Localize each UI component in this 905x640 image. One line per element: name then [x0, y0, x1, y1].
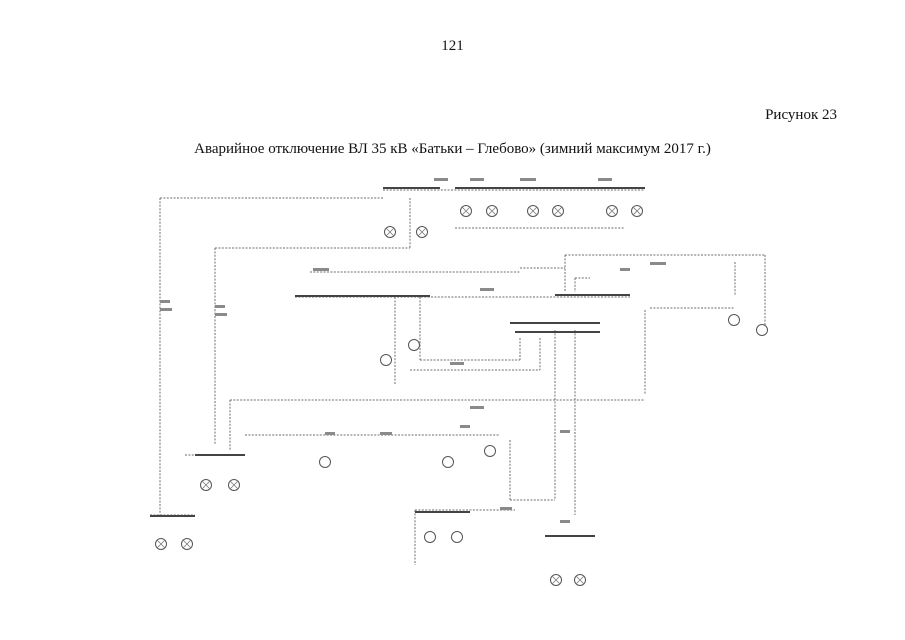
- figure-label: Рисунок 23: [765, 107, 837, 123]
- figure-caption: Аварийное отключение ВЛ 35 кВ «Батьки – …: [194, 141, 711, 157]
- element-tags: [160, 178, 666, 523]
- page-number: 121: [441, 38, 464, 54]
- generator-symbols: [155, 205, 768, 586]
- busbars: [150, 187, 645, 537]
- connection-lines: [150, 189, 766, 565]
